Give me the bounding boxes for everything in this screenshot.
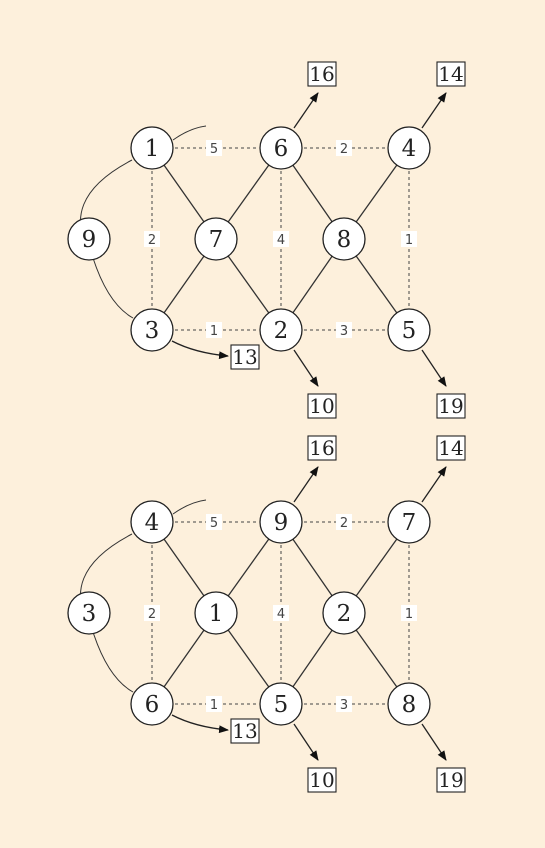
svg-text:4: 4 <box>402 136 417 162</box>
arrow <box>421 466 447 503</box>
edge-weight: 2 <box>340 142 348 157</box>
svg-text:10: 10 <box>309 768 334 792</box>
svg-text:6: 6 <box>274 136 289 162</box>
arc-left-lower <box>92 631 134 693</box>
circle-node: 1 <box>130 126 174 170</box>
arrow <box>293 723 319 761</box>
arrow <box>293 92 319 129</box>
arrow <box>171 714 229 734</box>
svg-text:1: 1 <box>209 601 224 627</box>
arrow <box>421 92 447 129</box>
arrow <box>421 723 447 761</box>
svg-text:2: 2 <box>337 601 352 627</box>
circle-node: 8 <box>387 682 431 726</box>
edge-weight: 5 <box>210 516 218 531</box>
svg-text:3: 3 <box>82 601 97 627</box>
svg-text:16: 16 <box>309 436 334 460</box>
svg-text:5: 5 <box>402 318 417 344</box>
graph-bottom: 5 2 2 4 1 1 3 16 14 13 10 <box>67 435 466 793</box>
circle-node: 6 <box>130 682 174 726</box>
arrow <box>171 340 229 360</box>
edge-weight: 2 <box>340 516 348 531</box>
arrow <box>293 349 319 387</box>
arc-left-lower <box>92 257 134 319</box>
circle-node: 8 <box>322 217 366 261</box>
svg-text:14: 14 <box>438 62 463 86</box>
box-node: 19 <box>436 393 466 419</box>
box-node: 13 <box>230 718 260 744</box>
svg-text:2: 2 <box>274 318 289 344</box>
svg-text:6: 6 <box>145 692 160 718</box>
svg-text:19: 19 <box>438 394 463 418</box>
edge-weight: 1 <box>405 233 413 248</box>
edge-weight: 1 <box>210 324 218 339</box>
edge-weight: 3 <box>340 698 348 713</box>
edge-weight: 2 <box>148 233 156 248</box>
svg-text:8: 8 <box>402 692 417 718</box>
box-node: 16 <box>307 61 337 87</box>
svg-text:9: 9 <box>274 510 289 536</box>
box-node: 10 <box>307 393 337 419</box>
svg-text:13: 13 <box>232 719 257 743</box>
svg-text:16: 16 <box>309 62 334 86</box>
box-node: 13 <box>230 344 260 370</box>
edge-weight: 2 <box>148 607 156 622</box>
svg-text:13: 13 <box>232 345 257 369</box>
circle-node: 1 <box>194 591 238 635</box>
edge-weight: 1 <box>405 607 413 622</box>
arc-top-tail <box>172 499 207 515</box>
circle-node: 2 <box>322 591 366 635</box>
circle-node: 3 <box>67 591 111 635</box>
circle-node: 5 <box>387 308 431 352</box>
box-node: 14 <box>436 435 466 461</box>
circle-node: 2 <box>259 308 303 352</box>
edge-weight: 4 <box>277 607 285 622</box>
edge-weight: 5 <box>210 142 218 157</box>
box-node: 19 <box>436 767 466 793</box>
svg-text:1: 1 <box>145 136 160 162</box>
svg-text:8: 8 <box>337 227 352 253</box>
svg-text:7: 7 <box>209 227 224 253</box>
edge-weight: 4 <box>277 233 285 248</box>
svg-text:3: 3 <box>145 318 160 344</box>
circle-node: 7 <box>194 217 238 261</box>
circle-node: 5 <box>259 682 303 726</box>
arrow <box>421 349 447 387</box>
svg-text:9: 9 <box>82 227 97 253</box>
svg-text:10: 10 <box>309 394 334 418</box>
svg-text:4: 4 <box>145 510 160 536</box>
box-node: 14 <box>436 61 466 87</box>
circle-node: 4 <box>130 500 174 544</box>
box-node: 16 <box>307 435 337 461</box>
edge-weight: 1 <box>210 698 218 713</box>
circle-node: 9 <box>259 500 303 544</box>
edge-weight: 3 <box>340 324 348 339</box>
graph-top: 5 2 2 4 1 1 3 16 14 13 <box>67 61 466 419</box>
box-node: 10 <box>307 767 337 793</box>
circle-node: 4 <box>387 126 431 170</box>
svg-text:7: 7 <box>402 510 417 536</box>
svg-text:14: 14 <box>438 436 463 460</box>
circle-node: 9 <box>67 217 111 261</box>
circle-node: 6 <box>259 126 303 170</box>
arrow <box>293 466 319 503</box>
circle-node: 3 <box>130 308 174 352</box>
svg-text:19: 19 <box>438 768 463 792</box>
circle-node: 7 <box>387 500 431 544</box>
arc-top-tail <box>172 125 207 141</box>
svg-text:5: 5 <box>274 692 289 718</box>
